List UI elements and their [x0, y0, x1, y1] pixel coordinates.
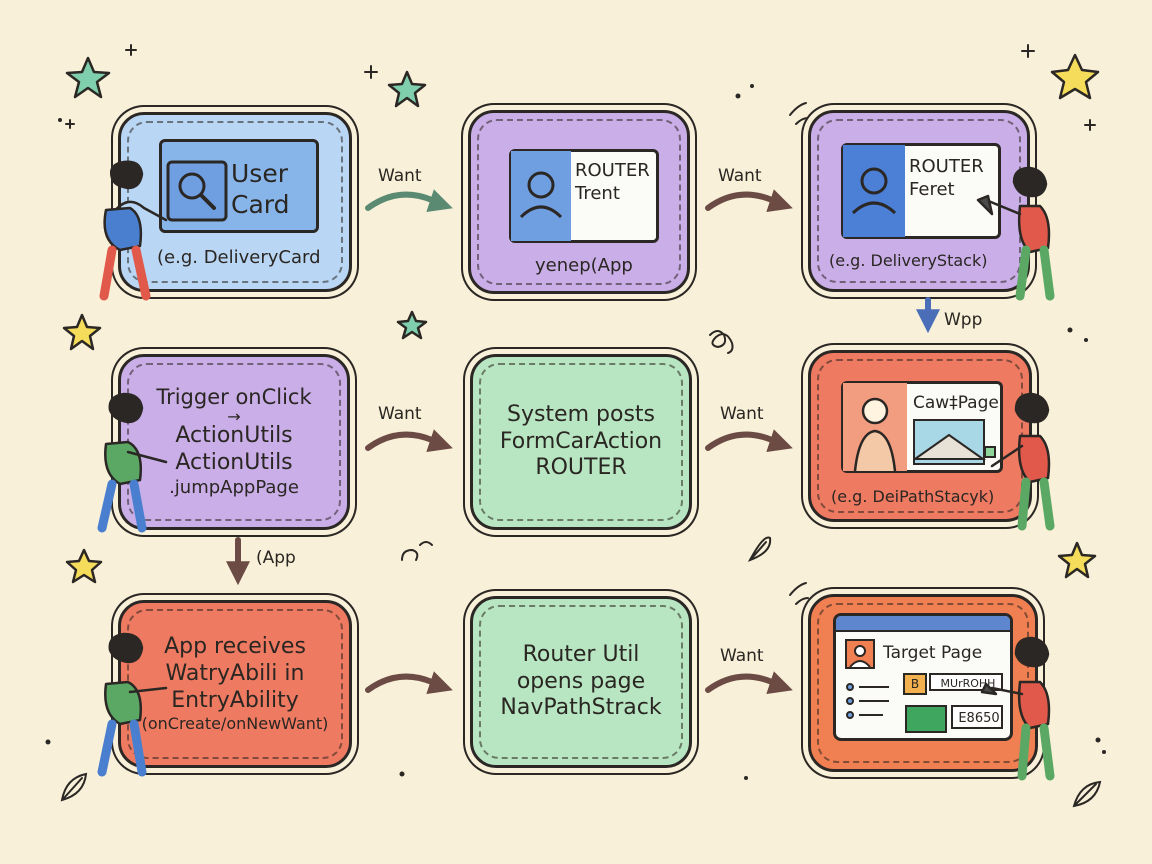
swirl-icon — [709, 330, 734, 354]
edge-arrow — [705, 189, 793, 213]
edge-arrow — [365, 429, 453, 453]
target-page-node: Target Page B MUrROHH E8650 — [808, 594, 1038, 772]
leaf-icon — [747, 536, 772, 562]
edge-label: Wpp — [944, 310, 983, 330]
app-receives-node: App receives WatryAbili in EntryAbility … — [118, 600, 352, 768]
app-line: EntryAbility — [171, 687, 299, 713]
router-util-line: NavPathStrack — [500, 695, 662, 721]
title-line: Card — [231, 189, 290, 219]
router-card-caption: yenep(App — [535, 255, 633, 276]
app-line: App receives — [164, 634, 306, 659]
system-line: ROUTER — [535, 455, 627, 481]
arrow-glyph: → — [227, 406, 241, 426]
title-line: User — [231, 159, 288, 188]
star-icon — [1050, 53, 1100, 100]
person-icon — [990, 392, 1055, 531]
router-card-title: ROUTER Trent — [575, 159, 650, 206]
target-green-block — [905, 705, 947, 733]
edge-arrow — [705, 429, 793, 453]
avatar-icon — [511, 151, 571, 241]
router-stack-node: ROUTER Feret (e.g. DeliveryStack) — [808, 110, 1030, 292]
sparkle-icon — [364, 65, 378, 79]
title-line: ROUTER — [909, 156, 984, 177]
edge-label: Want — [720, 646, 764, 666]
star-icon — [62, 313, 102, 351]
edge-arrow — [365, 671, 453, 695]
edge-label: Want — [378, 166, 422, 186]
router-util-line: opens page — [516, 668, 646, 694]
motion-lines — [789, 102, 809, 125]
star-icon — [1057, 541, 1097, 579]
trigger-line: ActionUtils — [175, 450, 293, 476]
card-page-caption: (e.g. DeiPathStacyk) — [831, 487, 995, 506]
person-icon — [97, 392, 168, 533]
edge-label: Want — [720, 404, 764, 424]
star-icon — [387, 70, 427, 108]
avatar-icon — [845, 639, 875, 669]
star-icon — [65, 548, 103, 584]
user-card-title: User Card — [231, 159, 289, 220]
star-icon — [65, 56, 111, 99]
app-line: (onCreate/onNewWant) — [141, 714, 329, 734]
title-line: Feret — [909, 179, 955, 201]
system-line: System posts — [506, 401, 655, 427]
title-line: Trent — [575, 183, 620, 205]
edge-label: (App — [256, 548, 296, 568]
leaf-icon — [1072, 780, 1102, 808]
edge-arrow — [705, 671, 793, 695]
router-card-node: ROUTER Trent yenep(App — [468, 110, 690, 294]
sparkle-icon — [125, 44, 137, 56]
title-line: ROUTER — [575, 160, 650, 181]
search-icon — [166, 160, 228, 222]
user-card-node: User Card (e.g. DeliveryCard — [118, 112, 352, 292]
router-stack-title: ROUTER Feret — [909, 155, 984, 202]
trigger-line: .jumpAppPage — [169, 477, 299, 499]
router-util-node: Router Util opens page NavPathStrack — [470, 596, 692, 768]
sparkle-icon — [65, 119, 75, 129]
target-code: E8650 — [951, 705, 1003, 729]
system-line: FormCarAction — [499, 428, 663, 454]
target-badge: B — [903, 673, 927, 695]
person-icon — [976, 166, 1055, 301]
leaf-icon — [60, 772, 88, 802]
swirl-icon — [401, 541, 433, 561]
card-page-node: Caw‡Page (e.g. DeiPathStacyk) — [808, 350, 1032, 522]
motion-lines — [789, 582, 809, 605]
user-card-caption: (e.g. DeliveryCard — [157, 247, 321, 268]
list-icon — [846, 683, 889, 719]
app-line: WatryAbili in — [165, 660, 305, 686]
avatar-icon — [843, 145, 905, 237]
person-icon — [97, 632, 168, 777]
person-icon — [843, 383, 907, 471]
target-page-title: Target Page — [883, 643, 983, 663]
trigger-line: ActionUtils — [175, 423, 293, 449]
star-icon — [396, 310, 428, 340]
trigger-node: Trigger onClick → ActionUtils ActionUtil… — [118, 354, 350, 530]
person-icon — [99, 160, 168, 301]
system-node: System posts FormCarAction ROUTER — [470, 354, 692, 530]
browser-titlebar — [836, 616, 1010, 632]
router-stack-caption: (e.g. DeliveryStack) — [829, 251, 988, 270]
sparkle-icon — [1021, 44, 1035, 58]
trigger-line: Trigger onClick — [156, 384, 312, 409]
router-util-line: Router Util — [522, 641, 640, 667]
person-icon — [980, 636, 1055, 781]
sparkle-icon — [1084, 119, 1096, 131]
edge-label: Want — [378, 404, 422, 424]
edge-arrow — [365, 189, 453, 213]
edge-label: Want — [718, 166, 762, 186]
image-icon — [913, 419, 996, 465]
card-page-title: Caw‡Page — [913, 393, 999, 413]
